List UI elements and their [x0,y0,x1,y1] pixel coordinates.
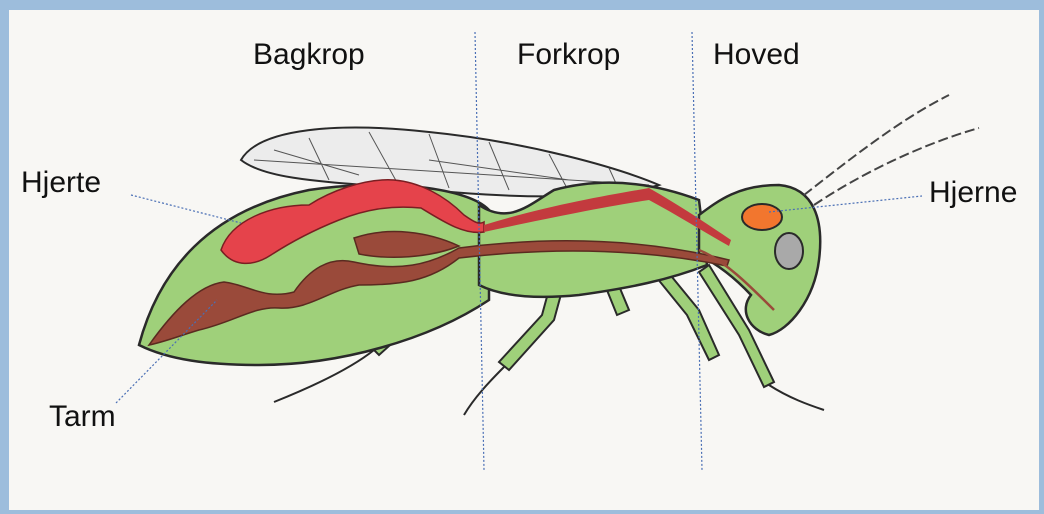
leg-tips [274,350,824,415]
label-head: Hoved [713,40,800,70]
eye [775,233,803,269]
label-gut: Tarm [49,402,116,432]
brain-shape [742,204,782,230]
diagram-frame: Bagkrop Forkrop Hoved Hjerte Hjerne Tarm [9,10,1039,510]
label-abdomen: Bagkrop [253,40,365,70]
insect-anatomy-diagram [9,10,1039,510]
label-thorax: Forkrop [517,40,620,70]
label-heart: Hjerte [21,168,101,198]
label-brain: Hjerne [929,178,1017,208]
leader-heart [131,195,241,223]
